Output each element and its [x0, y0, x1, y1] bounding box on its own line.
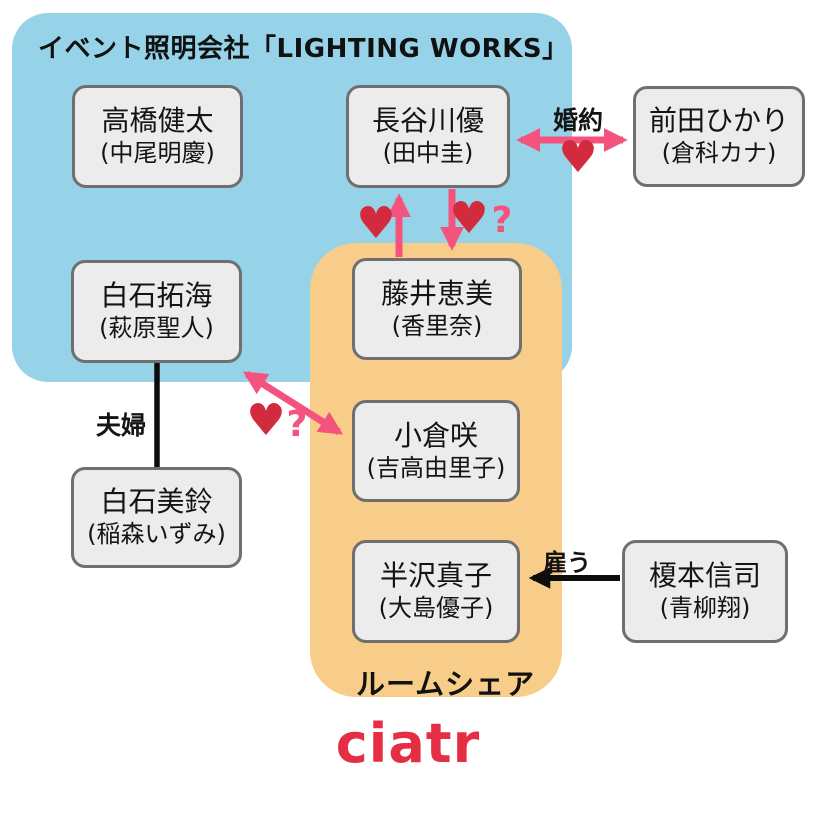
heart-icon-crush-diagonal: ♥ — [246, 395, 286, 446]
person-box-hasegawa: 長谷川優 (田中圭) — [346, 85, 510, 188]
engagement-label: 婚約 — [552, 106, 603, 135]
person-actor: (稲森いずみ) — [87, 520, 226, 549]
hires-label: 雇う — [543, 549, 591, 577]
person-actor: (萩原聖人) — [99, 314, 214, 343]
person-actor: (香里奈) — [391, 311, 483, 340]
person-box-hanzawa: 半沢真子 (大島優子) — [352, 540, 520, 643]
heart-icon-crush-down: ♥ — [449, 193, 489, 244]
person-name: 半沢真子 — [379, 559, 492, 593]
person-name: 小倉咲 — [393, 418, 478, 452]
person-name: 長谷川優 — [371, 104, 484, 138]
person-actor: (吉高由里子) — [366, 453, 506, 482]
ciatr-logo: ciatr — [335, 712, 481, 775]
person-actor: (青柳翔) — [659, 594, 751, 623]
person-name: 藤井恵美 — [380, 276, 493, 310]
heart-icon-engagement: ♥ — [558, 132, 598, 183]
person-box-fujii: 藤井恵美 (香里奈) — [352, 258, 522, 360]
person-box-ogura: 小倉咲 (吉高由里子) — [352, 400, 520, 502]
person-name: 白石拓海 — [100, 279, 213, 313]
person-name: 前田ひかり — [648, 104, 789, 138]
person-actor: (大島優子) — [378, 594, 494, 623]
person-box-shiraishi-takumi: 白石拓海 (萩原聖人) — [71, 260, 242, 363]
person-box-maeda: 前田ひかり (倉科カナ) — [633, 86, 805, 187]
person-name: 榎本信司 — [648, 559, 761, 593]
person-box-takahashi: 高橋健太 (中尾明慶) — [72, 85, 243, 188]
person-actor: (田中圭) — [382, 139, 474, 168]
person-actor: (倉科カナ) — [661, 139, 777, 168]
person-actor: (中尾明慶) — [100, 139, 215, 168]
married-label: 夫婦 — [95, 411, 146, 440]
person-name: 白石美鈴 — [100, 485, 213, 519]
roomshare-group-title: ルームシェア — [356, 667, 536, 701]
heart-icon-crush-up: ♥ — [356, 198, 396, 249]
person-box-shiraishi-misuzu: 白石美鈴 (稲森いずみ) — [71, 467, 242, 568]
person-box-enomoto: 榎本信司 (青柳翔) — [622, 540, 788, 643]
question-mark-crush-diagonal: ? — [286, 404, 308, 445]
question-mark-crush-down: ? — [491, 200, 513, 241]
person-name: 高橋健太 — [101, 104, 214, 138]
company-group-title: イベント照明会社「LIGHTING WORKS」 — [38, 34, 569, 64]
